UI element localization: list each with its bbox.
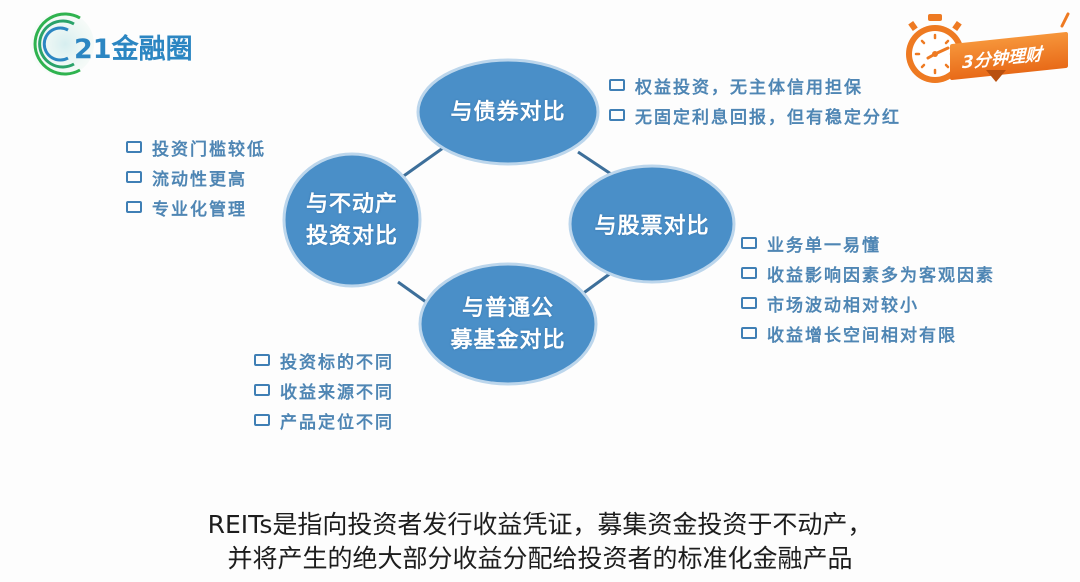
bullet-text: 收益来源不同 bbox=[280, 382, 394, 403]
square-bullet-icon bbox=[609, 109, 625, 121]
bullet-item: 投资标的不同 bbox=[254, 345, 394, 375]
video-subtitle: REITs是指向投资者发行收益凭证，募集资金投资于不动产， 并将产生的绝大部分收… bbox=[0, 508, 1080, 576]
stopwatch-icon bbox=[906, 14, 964, 83]
square-bullet-icon bbox=[254, 354, 270, 366]
node-bond-label: 与债券对比 bbox=[418, 96, 598, 128]
node-public-fund-label: 与普通公 募基金对比 bbox=[420, 292, 596, 356]
bullet-text: 收益增长空间相对有限 bbox=[767, 325, 957, 346]
node-bond bbox=[416, 58, 600, 166]
square-bullet-icon bbox=[254, 384, 270, 396]
node-public-fund bbox=[418, 262, 598, 386]
bullet-item: 投资门槛较低 bbox=[126, 132, 266, 162]
bullets-bond: 权益投资，无主体信用担保 无固定利息回报，但有稳定分红 bbox=[609, 70, 901, 130]
square-bullet-icon bbox=[741, 327, 757, 339]
node-public-fund-line-1: 与普通公 bbox=[461, 295, 554, 321]
badge-ribbon-tail bbox=[986, 70, 1006, 82]
bullet-item: 权益投资，无主体信用担保 bbox=[609, 70, 901, 100]
bullet-text: 收益影响因素多为客观因素 bbox=[767, 265, 995, 286]
square-bullet-icon bbox=[609, 79, 625, 91]
bullets-public-fund: 投资标的不同 收益来源不同 产品定位不同 bbox=[254, 345, 394, 435]
bullet-item: 市场波动相对较小 bbox=[741, 288, 995, 318]
sparkle-icon bbox=[1060, 12, 1070, 28]
subtitle-line-1: REITs是指向投资者发行收益凭证，募集资金投资于不动产， bbox=[207, 510, 873, 539]
node-real-estate-label: 与不动产 投资对比 bbox=[282, 188, 422, 252]
bullet-text: 投资门槛较低 bbox=[152, 139, 266, 160]
bullet-text: 专业化管理 bbox=[152, 199, 247, 220]
bullet-item: 收益来源不同 bbox=[254, 375, 394, 405]
node-bond-line-1: 与债券对比 bbox=[450, 99, 566, 125]
node-real-estate-line-2: 投资对比 bbox=[305, 223, 398, 249]
bullet-text: 投资标的不同 bbox=[280, 352, 394, 373]
logo-text: 21金融圈 bbox=[74, 34, 193, 65]
bullet-text: 市场波动相对较小 bbox=[767, 295, 919, 316]
bullet-text: 无固定利息回报，但有稳定分红 bbox=[635, 107, 901, 128]
node-real-estate bbox=[282, 152, 422, 288]
square-bullet-icon bbox=[254, 414, 270, 426]
square-bullet-icon bbox=[126, 201, 142, 213]
program-badge: 3分钟理财 bbox=[898, 8, 1076, 88]
bullet-text: 流动性更高 bbox=[152, 169, 247, 190]
bullet-item: 产品定位不同 bbox=[254, 405, 394, 435]
bullet-item: 收益影响因素多为客观因素 bbox=[741, 258, 995, 288]
node-stock-line-1: 与股票对比 bbox=[594, 213, 710, 239]
bullets-real-estate: 投资门槛较低 流动性更高 专业化管理 bbox=[126, 132, 266, 222]
square-bullet-icon bbox=[126, 141, 142, 153]
bullet-item: 流动性更高 bbox=[126, 162, 266, 192]
logo-rings-icon bbox=[30, 12, 94, 76]
bullet-text: 业务单一易懂 bbox=[767, 235, 881, 256]
bullets-stock: 业务单一易懂 收益影响因素多为客观因素 市场波动相对较小 收益增长空间相对有限 bbox=[741, 228, 995, 348]
node-real-estate-line-1: 与不动产 bbox=[305, 191, 398, 217]
node-stock bbox=[568, 164, 736, 284]
square-bullet-icon bbox=[741, 297, 757, 309]
bullet-item: 收益增长空间相对有限 bbox=[741, 318, 995, 348]
subtitle-line-2: 并将产生的绝大部分收益分配给投资者的标准化金融产品 bbox=[227, 544, 853, 573]
bullet-item: 无固定利息回报，但有稳定分红 bbox=[609, 100, 901, 130]
connector-bond-realestate bbox=[397, 146, 444, 182]
brand-logo: 21金融圈 bbox=[22, 10, 202, 78]
bullet-text: 产品定位不同 bbox=[280, 412, 394, 433]
bullet-item: 业务单一易懂 bbox=[741, 228, 995, 258]
bullet-item: 专业化管理 bbox=[126, 192, 266, 222]
square-bullet-icon bbox=[741, 267, 757, 279]
node-public-fund-line-2: 募基金对比 bbox=[450, 327, 566, 353]
node-stock-label: 与股票对比 bbox=[570, 210, 734, 242]
bullet-text: 权益投资，无主体信用担保 bbox=[635, 77, 863, 98]
square-bullet-icon bbox=[741, 237, 757, 249]
square-bullet-icon bbox=[126, 171, 142, 183]
